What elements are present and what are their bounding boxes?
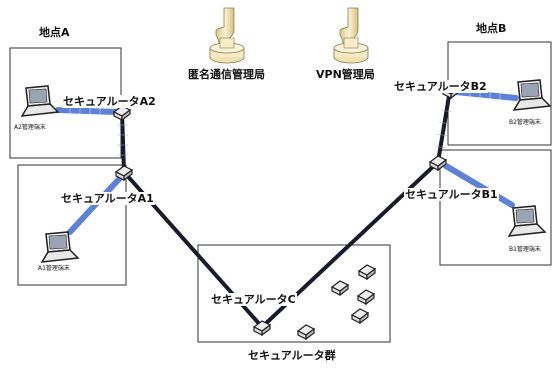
group-router-icon xyxy=(332,281,348,295)
backbone-links xyxy=(122,90,450,327)
router-a2-label: セキュアルータA2 xyxy=(62,95,157,108)
link-a2-terminal xyxy=(58,110,116,112)
laptop-b1-icon xyxy=(509,206,545,236)
site-a-title: 地点A xyxy=(39,26,70,39)
group-router-icon xyxy=(359,265,375,279)
router-b2-label: セキュアルータB2 xyxy=(393,80,488,93)
anonymous-admin-server-icon xyxy=(210,8,244,63)
site-a-lower-box xyxy=(18,165,126,285)
group-router-icon xyxy=(358,290,374,304)
site-b-title: 地点B xyxy=(476,22,506,35)
laptop-a1-icon xyxy=(42,232,78,262)
anonymous-admin-label: 匿名通信管理局 xyxy=(188,68,265,81)
router-group-label: セキュアルータ群 xyxy=(248,349,336,362)
terminal-b1-label: B1管理端末 xyxy=(509,246,541,253)
router-c-label: セキュアルータC xyxy=(210,293,297,306)
terminal-a2-label: A2管理端末 xyxy=(14,124,46,131)
link-a1-terminal xyxy=(70,178,120,232)
link-a2-a1 xyxy=(122,112,124,172)
laptop-b2-icon xyxy=(514,80,550,110)
laptop-a2-icon xyxy=(22,86,58,116)
router-a1-label: セキュアルータA1 xyxy=(60,192,155,205)
terminal-b2-label: B2管理端末 xyxy=(509,119,541,126)
backbone-hatch xyxy=(117,110,452,155)
group-router-icon xyxy=(352,309,368,323)
router-a2-icon xyxy=(114,106,130,120)
vpn-admin-label: VPN管理局 xyxy=(316,68,375,81)
group-router-icon xyxy=(298,325,314,339)
router-b1-label: セキュアルータB1 xyxy=(404,188,499,201)
vpn-admin-server-icon xyxy=(334,8,368,63)
terminal-a1-label: A1管理端末 xyxy=(38,265,70,272)
